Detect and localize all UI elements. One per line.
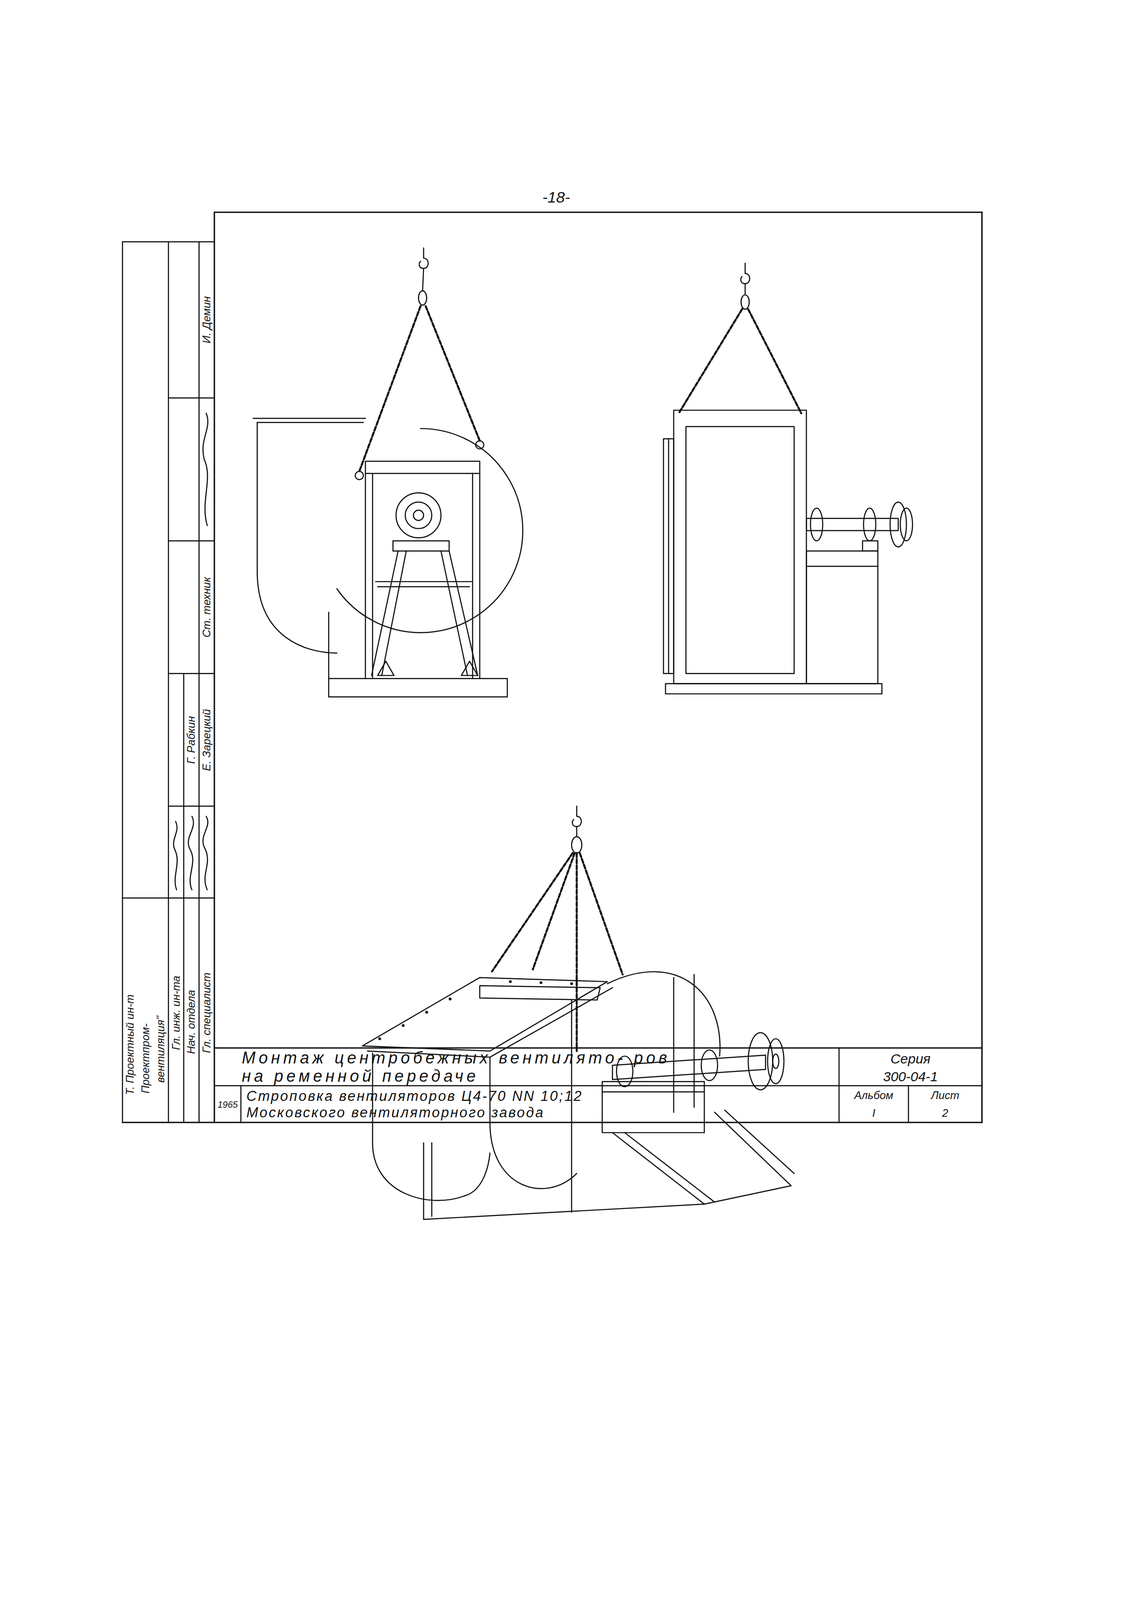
title-block-cell: Монтаж центробежных вентилято- ров на ре… (241, 1048, 835, 1086)
stamp-position: Нач. отдела (185, 990, 198, 1055)
title-block-cell: Лист (908, 1086, 982, 1105)
stamp-position: Гл. специалист (200, 972, 213, 1054)
stamp-name: Е. Зарецкий (200, 709, 213, 772)
title-block-cell: I (839, 1104, 909, 1123)
sheet-label: Лист (931, 1089, 960, 1102)
title-block-cell: -18- (510, 184, 602, 210)
year: 1965 (217, 1099, 239, 1111)
sheet-number: 2 (942, 1106, 949, 1120)
title-block-cell: Серия (839, 1049, 982, 1068)
stamp-name: Г. Рабкин (185, 716, 198, 765)
stamp-position: Гл. инж. ин-та (170, 975, 183, 1051)
title-block-cell: 2 (908, 1104, 982, 1123)
title-block-cell: 300-04-1 (839, 1066, 982, 1086)
series-number: 300-04-1 (882, 1068, 938, 1085)
organization: Проектпром- (139, 1023, 152, 1094)
stamp-name: И. Демин (200, 296, 213, 344)
album-label: Альбом (854, 1089, 893, 1102)
organization: вентиляция" (154, 1016, 167, 1084)
drawing-title: Монтаж центробежных вентилято- ров на ре… (241, 1048, 689, 1086)
page-number: -18- (542, 188, 570, 207)
title-block-cell: Строповка вентиляторов Ц4-70 NN 10;12 Мо… (246, 1086, 835, 1123)
title-block-cell: Альбом (839, 1086, 909, 1105)
series-label: Серия (890, 1050, 931, 1067)
sheet-subject: Строповка вентиляторов Ц4-70 NN 10;12 Мо… (246, 1088, 671, 1122)
title-block-cell: 1965 (214, 1087, 241, 1122)
organization: Т. Проектный ин-т (124, 994, 136, 1096)
stamp-position: Ст. техник (200, 577, 213, 638)
album-number: I (872, 1106, 876, 1120)
